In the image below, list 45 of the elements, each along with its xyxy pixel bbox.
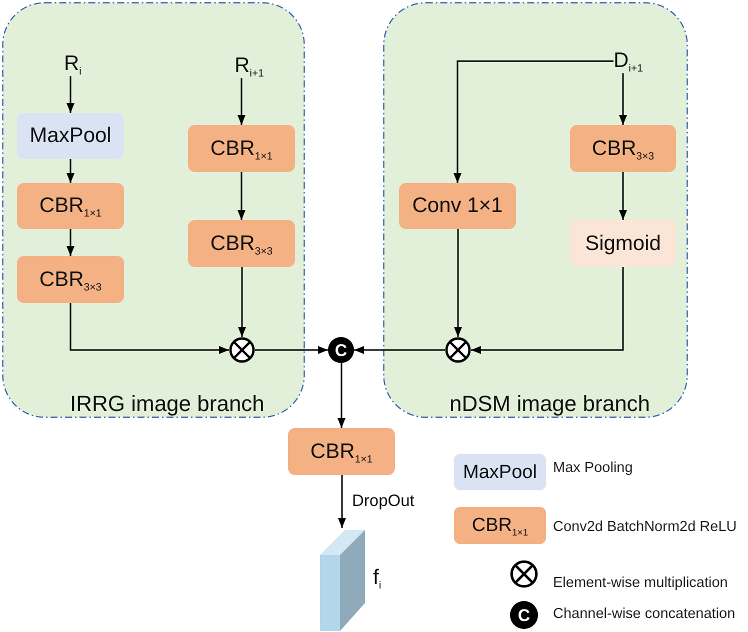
arrow [238,267,246,337]
process-box: Conv 1×1 [399,183,516,229]
process-box: CBR$_{3×3}$ [188,220,295,267]
arrow [238,172,246,220]
legend-text: Max Pooling [553,460,633,476]
arrow [66,229,74,256]
block-label: f$_{i}$ [373,566,382,590]
edge-label: DropOut [351,492,416,511]
input-label: D$_{i+1}$ [614,49,643,74]
legend-text: Channel-wise concatenation [553,606,736,622]
swatch-label: CBR$_{1×1}$ [472,516,528,535]
process-box: Sigmoid [570,220,676,267]
input-label: R$_{i}$ [64,52,82,76]
process-box: CBR$_{3×3}$ [570,125,676,172]
arrow [238,78,246,125]
process-box: CBR$_{3×3}$ [17,256,124,303]
concatenation-node: C [328,337,354,363]
panel-title: nDSM image branch [450,390,650,416]
swatch-label: MaxPool [463,462,537,482]
arrow [66,76,74,113]
process-box: CBR$_{1×1}$ [188,125,295,172]
legend-text: Element-wise multiplication [553,574,728,592]
process-box: CBR$_{1×1}$ [17,183,124,229]
arrow [354,346,445,354]
panel-title: IRRG image branch [70,390,264,416]
process-box: MaxPool [17,113,124,159]
arrow [619,172,627,220]
arrow [454,229,462,337]
input-label: R$_{i+1}$ [234,54,264,78]
branch-panel [383,2,688,418]
arrow [471,267,624,354]
legend-text: Conv2d BatchNorm2d ReLU [553,518,737,536]
arrow [66,159,74,183]
arrow [70,303,229,354]
arrow [619,73,627,125]
circled-x-icon [445,337,471,363]
circled-x-icon [229,337,255,363]
process-box: CBR$_{1×1}$ [288,428,395,475]
cuboid-drawing [318,528,366,631]
arrow [255,346,328,354]
branch-panel [2,2,305,418]
arrow [338,363,346,428]
concat-symbol: C [510,601,538,629]
arrow [454,60,614,183]
arrow [338,475,346,528]
